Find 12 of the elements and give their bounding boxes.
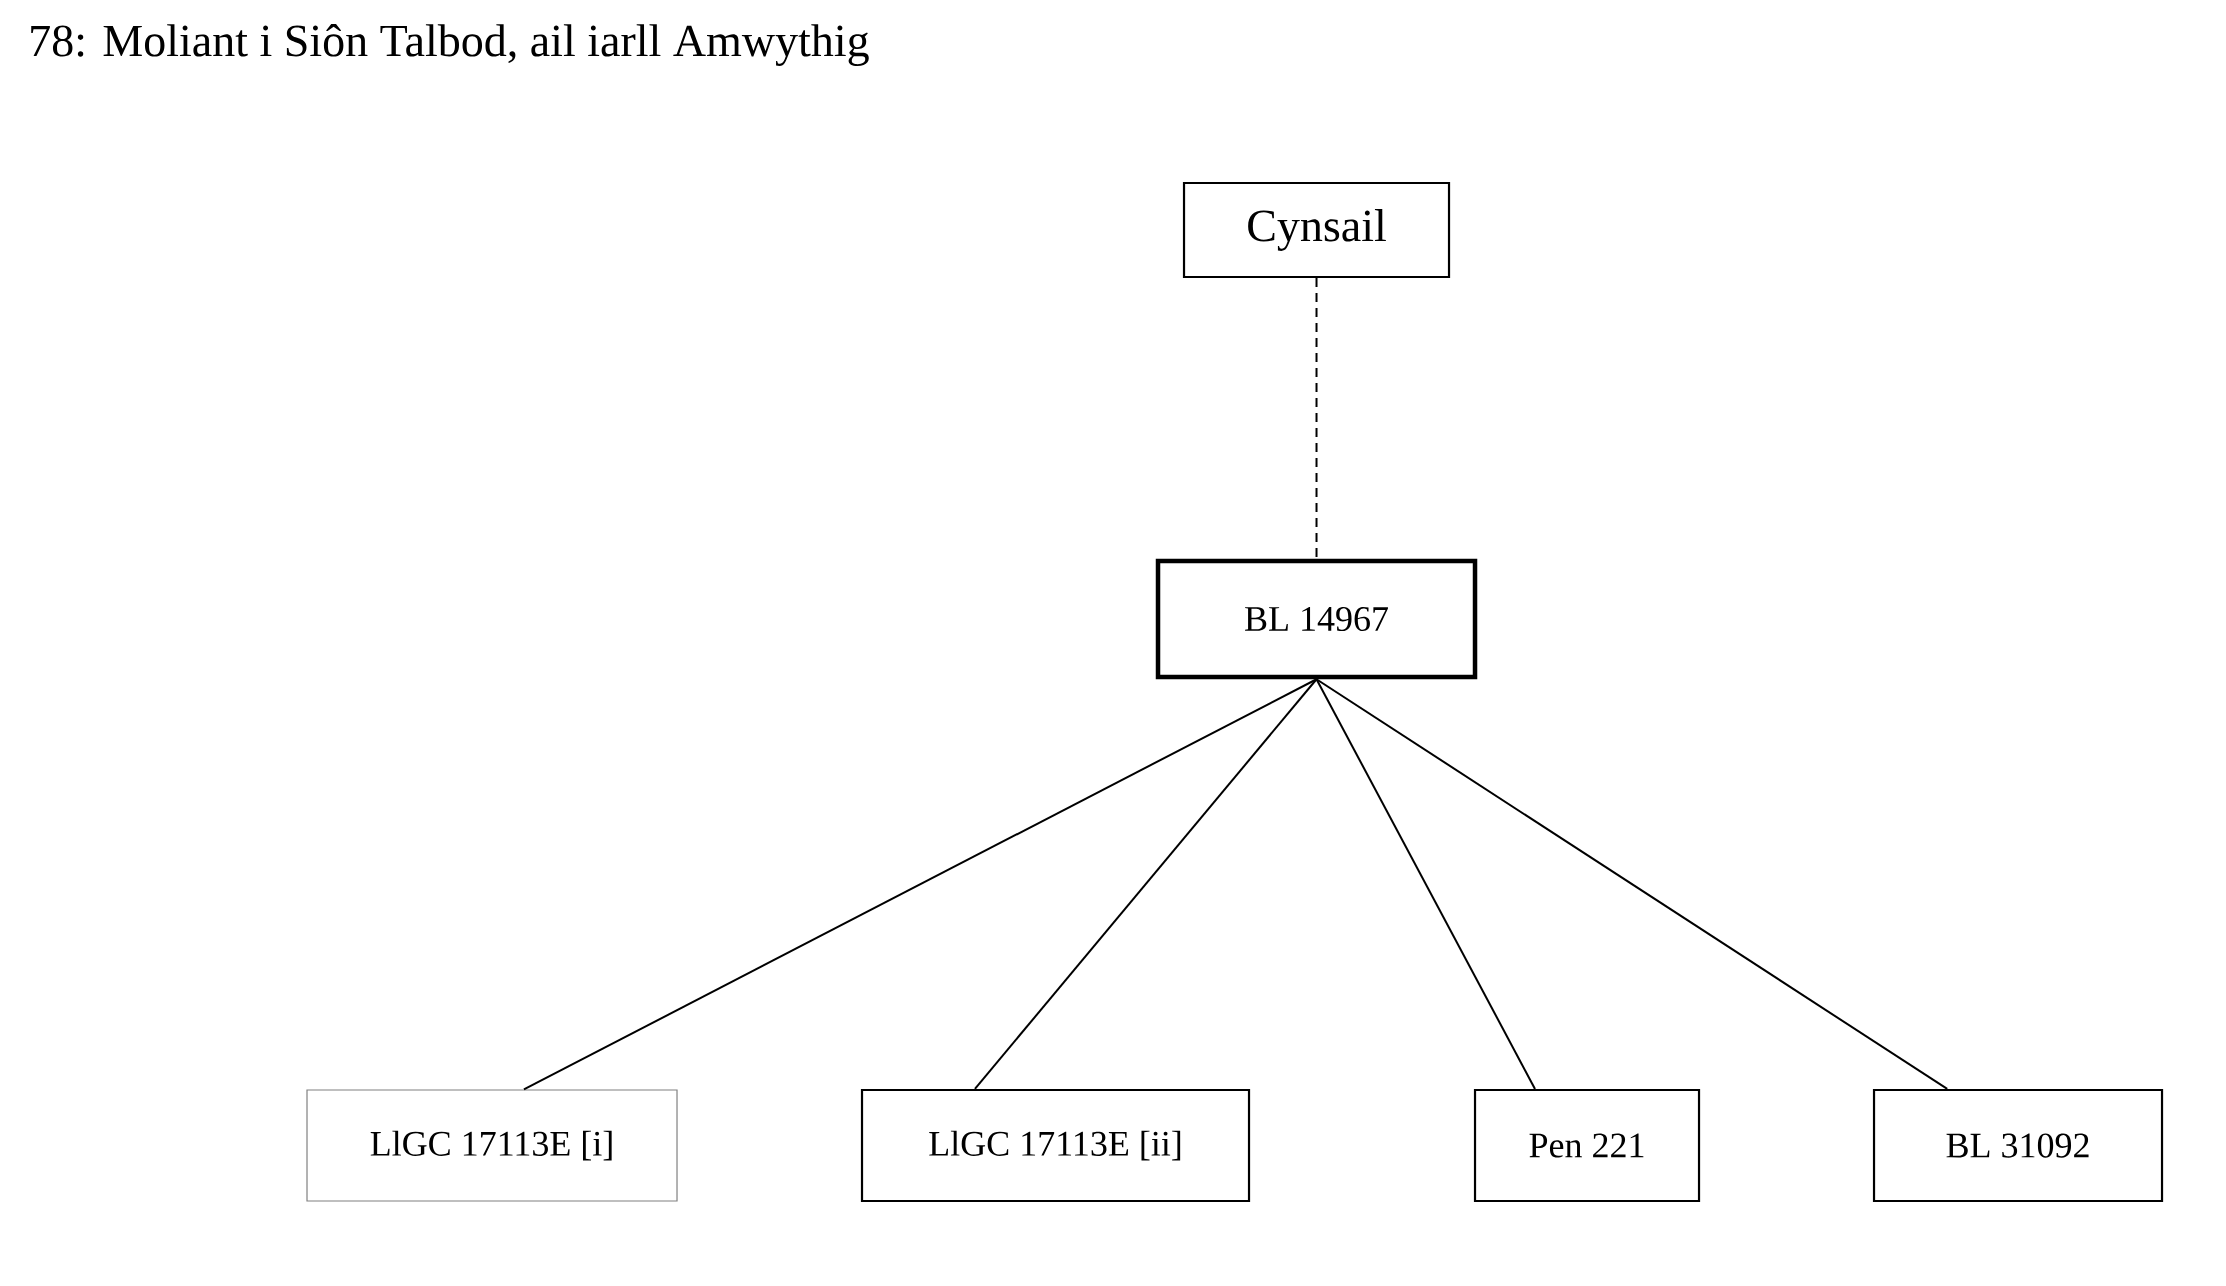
line xyxy=(522,678,1318,1091)
manuscript-box: Cynsail xyxy=(1182,181,1451,279)
manuscript-box: Pen 221 xyxy=(1473,1088,1701,1203)
manuscript-box: LlGC 17113E [i] xyxy=(306,1089,678,1202)
line xyxy=(1315,678,1949,1090)
manuscript-box: LlGC 17113E [ii] xyxy=(860,1088,1251,1203)
manuscript-box: BL 14967 xyxy=(1155,558,1478,680)
dashed-line xyxy=(1315,277,1318,560)
line xyxy=(1315,678,1536,1090)
line xyxy=(973,678,1318,1090)
title: 78: Moliant i Siôn Talbod, ail iarll Amwythig xyxy=(31,24,869,66)
manuscript-box: BL 31092 xyxy=(1872,1088,2164,1203)
